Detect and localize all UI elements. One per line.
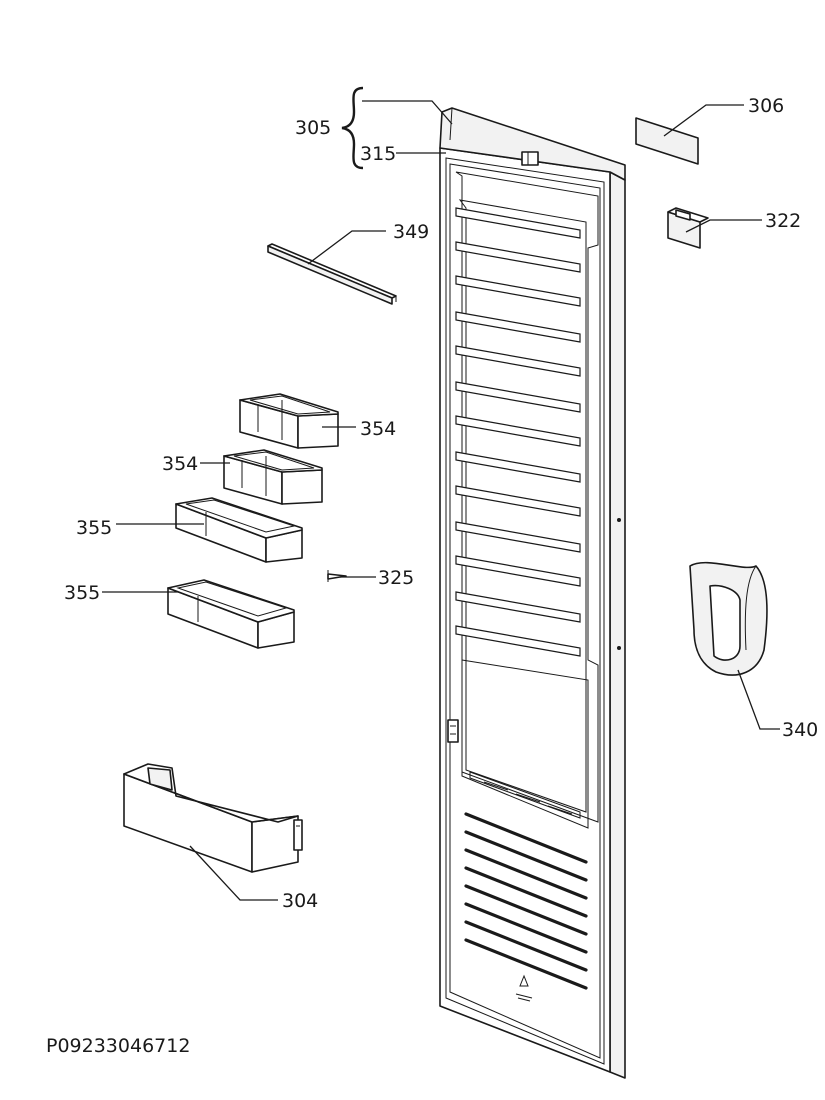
drawing-code: P09233046712 [46,1035,190,1057]
label-354-upper: 354 [360,418,396,440]
label-315: 315 [360,143,396,165]
label-354-lower: 354 [162,453,198,475]
part-355-long-tray-upper [175,497,303,563]
part-354-small-bin-lower [223,449,323,505]
part-355-long-tray-lower [167,579,295,649]
label-322: 322 [765,210,801,232]
label-355-lower: 355 [64,582,100,604]
door-liner-ribs [455,207,581,657]
recycling-icon [515,974,533,1002]
part-354-small-bin-upper [239,393,339,449]
part-349-strip [267,243,397,305]
leader-lines [102,100,780,901]
brace-305 [341,86,364,170]
label-355-upper: 355 [76,517,112,539]
label-340: 340 [782,719,818,741]
door-vent-slots [464,812,588,990]
door-assembly [439,107,626,1079]
part-340-handle [689,561,768,676]
door-gasket [445,157,605,1065]
label-349: 349 [393,221,429,243]
label-305: 305 [295,117,331,139]
part-322-clip [667,207,709,249]
part-304-bottle-shelf [123,763,303,873]
part-325-screw [327,570,347,582]
part-306-label-plate [635,117,699,165]
label-306: 306 [748,95,784,117]
label-325: 325 [378,567,414,589]
label-304: 304 [282,890,318,912]
